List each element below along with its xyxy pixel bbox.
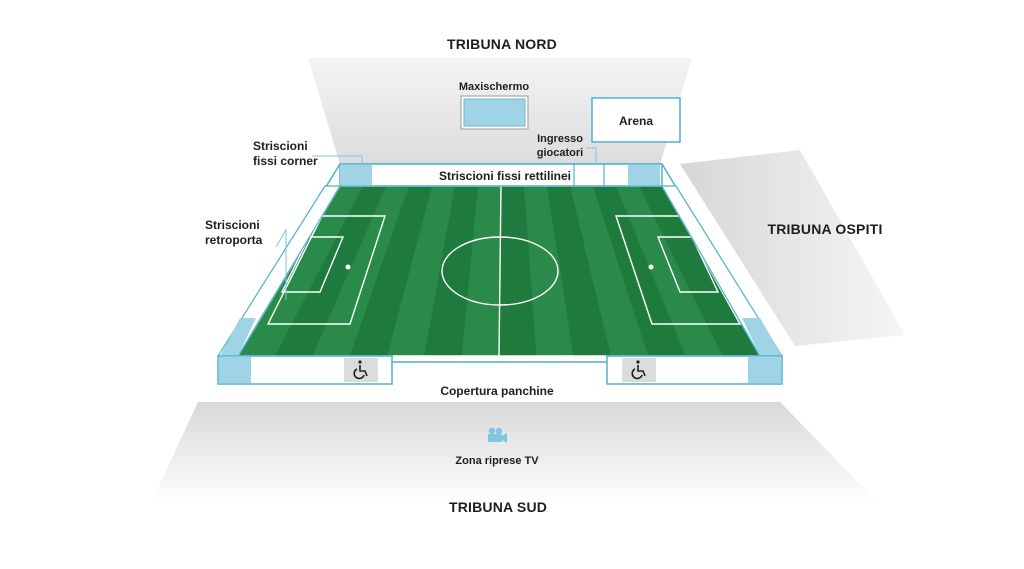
goal-banners-label-2: retroporta xyxy=(205,233,263,247)
corner-banner-top-left[interactable] xyxy=(340,165,372,185)
away-stand[interactable] xyxy=(680,150,905,346)
grass-stripe xyxy=(387,186,455,356)
north-stand-label: TRIBUNA NORD xyxy=(447,36,557,52)
grass-stripe xyxy=(461,186,501,356)
screen-label: Maxischermo xyxy=(459,81,530,93)
screen-display xyxy=(463,98,526,127)
straight-banners-label: Striscioni fissi rettilinei xyxy=(439,169,571,183)
arena-label: Arena xyxy=(619,114,653,128)
arena-box[interactable] xyxy=(591,97,681,143)
corner-banner-bottom-left xyxy=(219,357,251,383)
grass-stripe xyxy=(238,186,363,356)
corner-banner-bottom-right xyxy=(748,357,781,383)
grass-stripe xyxy=(639,186,760,356)
wheelchair-icon xyxy=(631,360,646,380)
players-entrance-label-2: giocatori xyxy=(537,147,583,159)
south-stand-label: TRIBUNA SUD xyxy=(449,499,547,515)
grass-stripe xyxy=(593,186,686,356)
grass-stripe xyxy=(499,186,537,356)
grass-stripe xyxy=(524,186,574,356)
goal-banner-left-blue xyxy=(220,318,256,356)
grass-stripe xyxy=(275,186,386,356)
grass-stripe xyxy=(616,186,723,356)
right-penalty-spot xyxy=(648,264,654,270)
straight-banner-panel xyxy=(372,165,574,185)
grass-stripe xyxy=(570,186,649,356)
left-penalty-spot xyxy=(345,264,351,270)
south-stand[interactable] xyxy=(150,402,880,505)
video-camera-icon xyxy=(488,427,507,443)
grass-stripe xyxy=(349,186,432,356)
grass-stripe xyxy=(312,186,409,356)
players-entrance-label-1: Ingresso xyxy=(537,133,583,145)
corner-banners-label-2: fissi corner xyxy=(253,154,318,168)
corner-banner-top-right[interactable] xyxy=(628,165,660,185)
corner-banners-label-1: Striscioni xyxy=(253,139,308,153)
goal-banner-right-blue xyxy=(742,318,782,356)
pitch xyxy=(238,186,760,356)
grass-stripe xyxy=(424,186,478,356)
away-stand-label: TRIBUNA OSPITI xyxy=(767,221,882,237)
grass-stripe xyxy=(547,186,611,356)
leader-lines xyxy=(275,147,597,300)
bench-cover-label: Copertura panchine xyxy=(440,384,554,398)
goal-banners-label-1: Striscioni xyxy=(205,218,260,232)
tv-zone-label: Zona riprese TV xyxy=(455,455,539,467)
wheelchair-icon xyxy=(353,360,368,380)
